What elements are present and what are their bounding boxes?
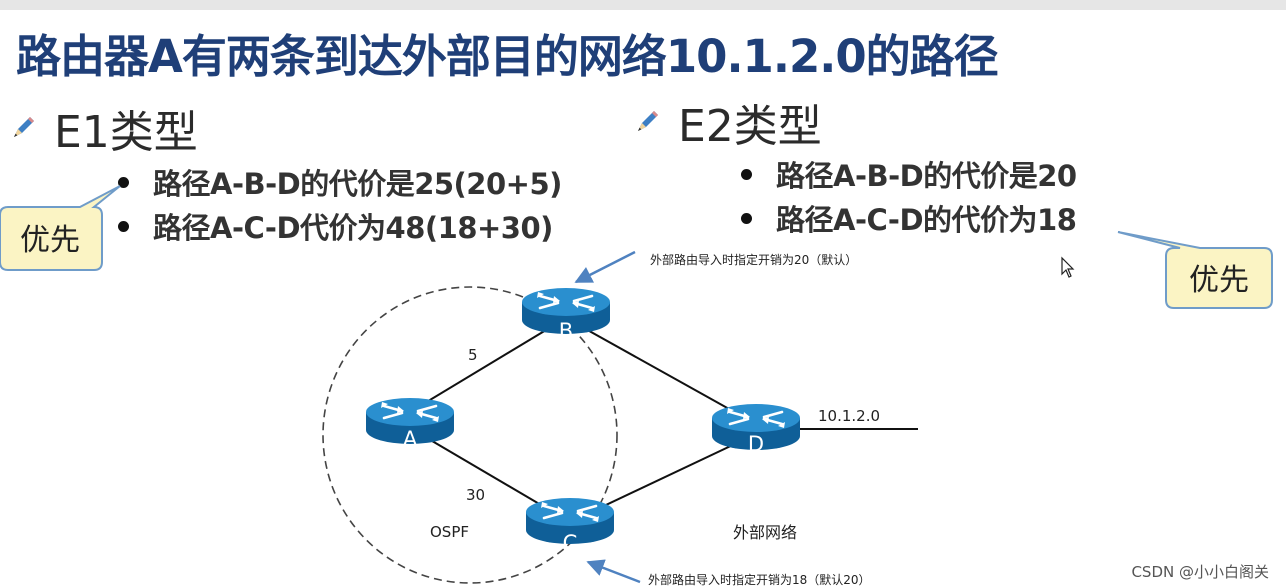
pencil-icon: [638, 111, 658, 131]
annotation-b-text: 外部路由导入时指定开销为20（默认）: [650, 252, 857, 267]
e1-callout-text: 优先: [20, 223, 80, 258]
e2-priority-callout: 优先: [1117, 231, 1273, 309]
mouse-cursor-icon: [1061, 256, 1075, 278]
e1-heading: E1类型: [10, 96, 198, 160]
pencil-icon: [14, 117, 34, 137]
router-c-label: C: [563, 531, 578, 555]
bullet-dot: [118, 220, 129, 232]
network-label: 10.1.2.0: [818, 407, 880, 425]
list-item: 路径A-B-D的代价是20: [741, 152, 1077, 196]
bullet-dot: [118, 176, 129, 188]
e1-priority-callout: 优先: [0, 185, 121, 271]
external-network-label: 外部网络: [733, 523, 797, 542]
router-a: A: [364, 396, 456, 451]
top-bar: [0, 0, 1286, 10]
router-d-label: D: [748, 432, 764, 456]
e2-callout-text: 优先: [1189, 263, 1249, 298]
e2-bullet-list: 路径A-B-D的代价是20 路径A-C-D的代价为18: [741, 152, 1077, 240]
e2-bullet-text: 路径A-B-D的代价是20: [776, 159, 1077, 193]
link-cost-ab: 5: [468, 346, 478, 364]
link-b-d: [565, 317, 757, 425]
e1-bullet-list: 路径A-B-D的代价是25(20+5) 路径A-C-D代价为48(18+30): [118, 160, 562, 248]
e2-heading: E2类型: [634, 90, 822, 154]
link-cost-ac: 30: [466, 486, 485, 504]
list-item: 路径A-C-D代价为48(18+30): [118, 204, 562, 248]
annotation-c-arrow: [586, 559, 641, 584]
annotation-b-arrow: [574, 250, 636, 284]
router-d: D: [710, 402, 802, 456]
e2-heading-label: E2类型: [678, 101, 822, 152]
annotation-c-text: 外部路由导入时指定开销为18（默认20）: [648, 572, 871, 587]
bullet-dot: [741, 168, 752, 180]
bullet-dot: [741, 212, 752, 224]
router-b: B: [520, 286, 612, 343]
list-item: 路径A-B-D的代价是25(20+5): [118, 160, 562, 204]
e1-bullet-text: 路径A-C-D代价为48(18+30): [153, 211, 553, 245]
ospf-label: OSPF: [430, 523, 469, 541]
list-item: 路径A-C-D的代价为18: [741, 196, 1077, 240]
e1-bullet-text: 路径A-B-D的代价是25(20+5): [153, 167, 562, 201]
e1-heading-label: E1类型: [54, 107, 198, 158]
router-b-label: B: [559, 319, 573, 343]
link-a-b: [409, 317, 567, 413]
e2-bullet-text: 路径A-C-D的代价为18: [776, 203, 1077, 237]
router-a-label: A: [403, 427, 418, 451]
watermark: CSDN @小小白阁关: [1128, 561, 1272, 582]
ospf-area-boundary: [322, 286, 618, 584]
router-c: C: [524, 496, 616, 555]
page-title: 路由器A有两条到达外部目的网络10.1.2.0的路径: [16, 30, 999, 83]
